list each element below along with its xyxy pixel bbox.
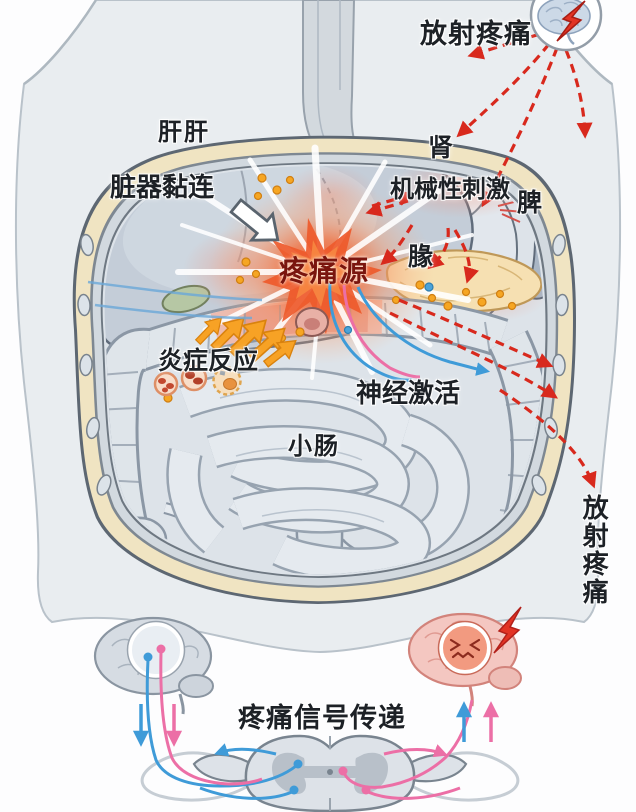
label-organ-adhesion: 脏器黏连 — [110, 172, 215, 202]
label-small-intestine: 小肠 — [288, 433, 340, 460]
descending-pathways — [132, 651, 303, 800]
nerve-fibers — [87, 280, 491, 382]
brain-pain-badge — [529, 0, 603, 52]
abdominal-wall — [72, 135, 577, 604]
nerve-activation-arrow — [356, 286, 491, 376]
lightning-icon — [556, 0, 586, 42]
label-kidney: 肾 — [428, 134, 454, 162]
adhesion-block-arrow — [229, 197, 280, 242]
mesenteric-vessels — [87, 280, 263, 320]
pain-signal-panel — [93, 606, 522, 812]
label-radiating-pain-side: 放射疼痛 — [579, 494, 610, 606]
label-pancreas: 腞 — [408, 243, 434, 271]
small-intestine-coils — [166, 367, 470, 575]
label-pain-signal-transmission: 疼痛信号传递 — [238, 703, 406, 733]
lightning-icon-right — [493, 606, 522, 654]
immune-cells — [153, 364, 242, 397]
radiating-arrows — [365, 32, 597, 489]
label-inflammation-response: 炎症反应 — [158, 347, 259, 375]
pink-signal-origin — [156, 644, 166, 654]
label-spleen: 脾 — [517, 189, 543, 217]
label-radiating-pain-top: 放射疼痛 — [420, 19, 532, 49]
ascending-pathways — [338, 699, 500, 800]
calm-brain — [93, 616, 214, 715]
pain-brain — [407, 606, 522, 707]
mediator-dots — [163, 173, 517, 403]
wall-muscle-ovals — [77, 233, 569, 496]
blue-signal-origin — [143, 652, 153, 662]
label-liver: 肝肝 — [158, 119, 210, 146]
label-mechanical-stimulation: 机械性刺激 — [390, 176, 510, 203]
grimace-face — [449, 638, 481, 659]
label-nerve-activation: 神经激活 — [356, 378, 461, 408]
label-pain-source: 疼痛源 — [279, 256, 370, 288]
